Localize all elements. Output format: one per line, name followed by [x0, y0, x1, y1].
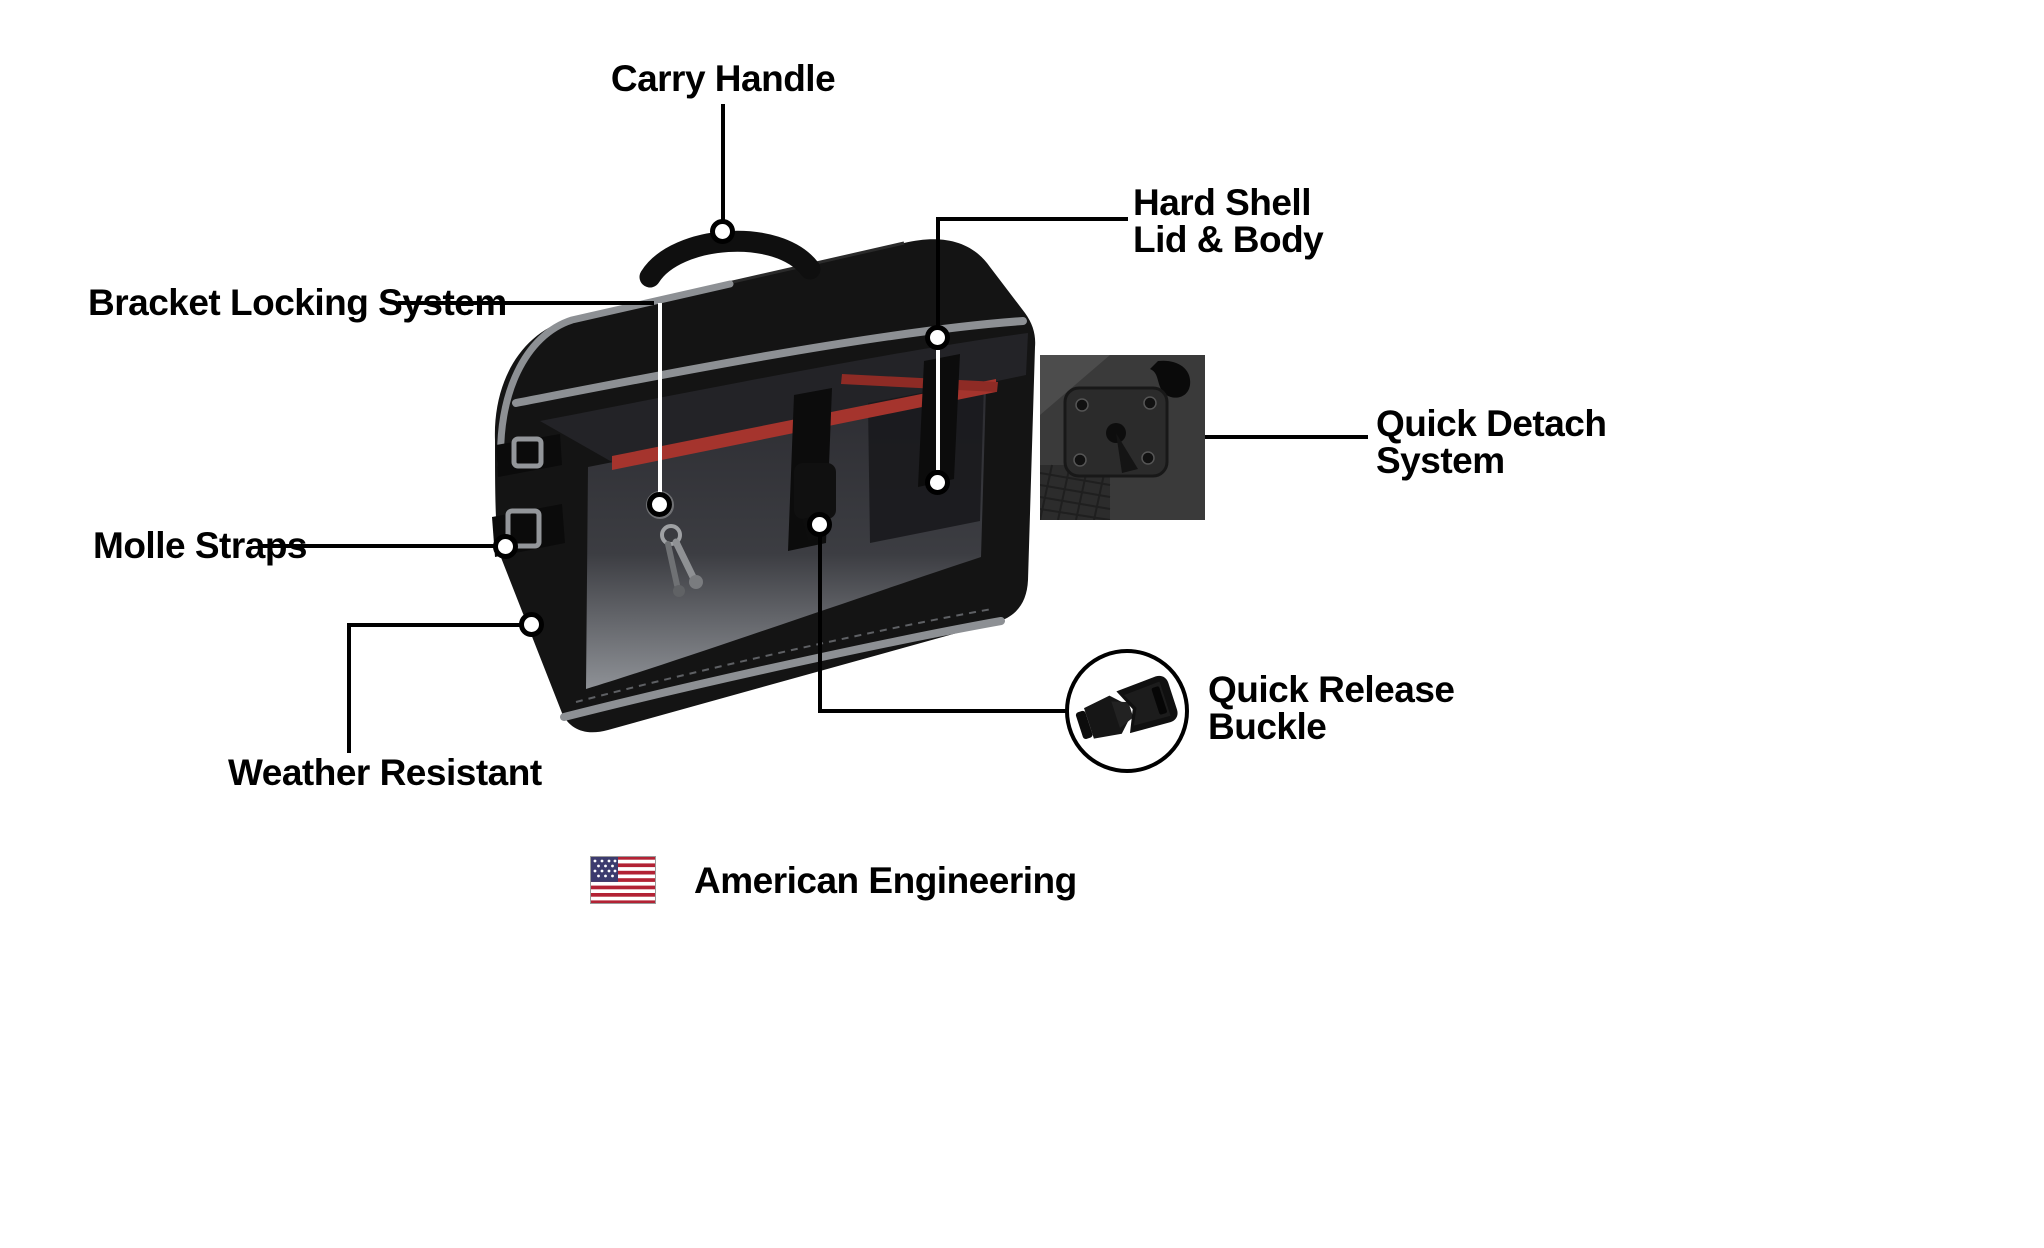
- callout-label-quick-detach: Quick Detach System: [1376, 403, 1607, 481]
- us-flag-icon: [590, 856, 656, 904]
- callout-label-carry-handle: Carry Handle: [610, 58, 836, 99]
- callout-line-carry-handle: [721, 104, 725, 222]
- callout-label-quick-detach-line1: Quick Detach: [1376, 403, 1607, 444]
- callout-label-quick-release-line1: Quick Release: [1208, 669, 1455, 710]
- callout-point-molle-straps: [493, 534, 518, 559]
- callout-line-weather-v: [347, 625, 351, 753]
- callout-line-bracket-h: [398, 301, 654, 305]
- callout-label-quick-release: Quick Release Buckle: [1208, 669, 1455, 747]
- callout-line-bracket-v: [658, 303, 662, 493]
- callout-point-carry-handle: [710, 219, 735, 244]
- callout-line-molle-straps: [260, 544, 494, 548]
- callout-label-quick-detach-line2: System: [1376, 440, 1505, 481]
- callout-label-hard-shell-line2: Lid & Body: [1133, 219, 1324, 260]
- callout-label-hard-shell-line1: Hard Shell: [1133, 182, 1312, 223]
- callout-point-quick-release: [807, 512, 832, 537]
- callout-point-hard-shell-lid: [925, 325, 950, 350]
- callout-line-weather-h: [347, 623, 521, 627]
- callout-line-quick-detach: [1205, 435, 1368, 439]
- callout-line-hard-shell-h: [938, 217, 1128, 221]
- callout-point-bracket-locking: [647, 492, 672, 517]
- callout-line-quick-release-v: [818, 536, 822, 713]
- callout-label-quick-release-line2: Buckle: [1208, 706, 1327, 747]
- saddlebag-illustration: [492, 230, 1036, 733]
- callout-line-hard-shell-v2: [936, 350, 940, 470]
- callout-label-weather-resistant: Weather Resistant: [228, 752, 542, 793]
- callout-point-weather-resistant: [519, 612, 544, 637]
- footer-label-american-engineering: American Engineering: [694, 860, 1077, 901]
- callout-point-hard-shell-body: [925, 470, 950, 495]
- callout-line-hard-shell-v: [936, 217, 940, 329]
- callout-label-hard-shell: Hard Shell Lid & Body: [1133, 182, 1324, 260]
- quick-detach-photo: [1040, 355, 1205, 520]
- quick-release-buckle-icon: [1065, 649, 1189, 773]
- callout-line-quick-release-h: [818, 709, 1066, 713]
